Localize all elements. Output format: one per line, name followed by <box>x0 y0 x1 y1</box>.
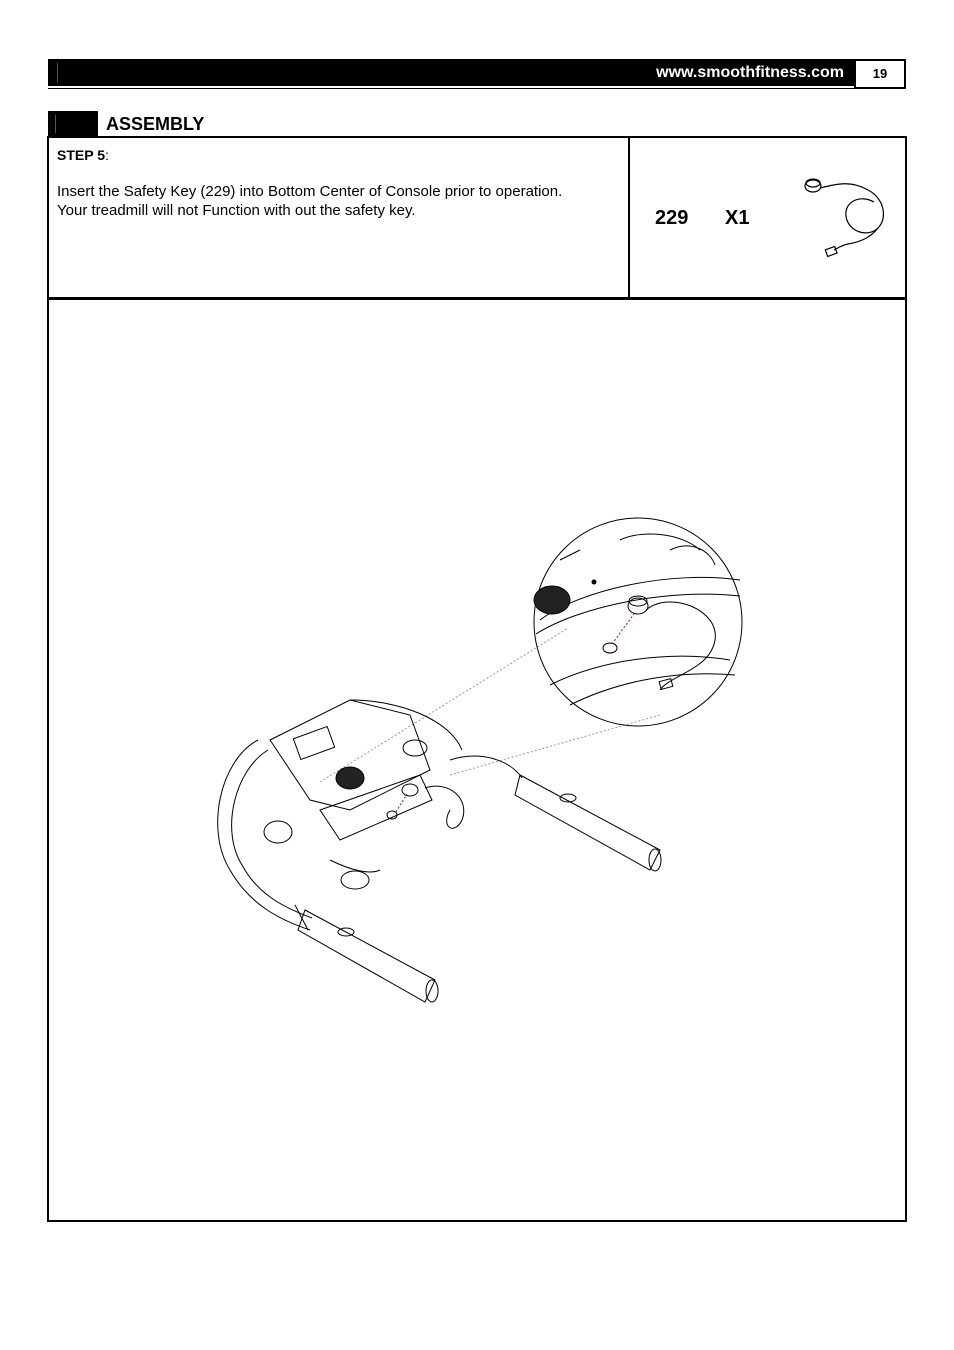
instruction-line-1: Insert the Safety Key (229) into Bottom … <box>57 183 563 200</box>
step-label: STEP 5: <box>57 147 109 163</box>
header-bar-accent <box>57 63 58 82</box>
part-number: 229 <box>655 207 689 229</box>
step-label-colon: : <box>105 147 109 163</box>
part-quantity: X1 <box>725 207 750 229</box>
header-bar: www.smoothfitness.com <box>48 59 854 86</box>
website-url: www.smoothfitness.com <box>656 64 844 81</box>
section-marker <box>48 111 98 136</box>
treadmill-console-safety-key-illustration <box>217 517 743 1003</box>
page-number: 19 <box>854 59 906 89</box>
safety-key-icon <box>804 178 885 258</box>
instruction-line-2: Your treadmill will not Function with ou… <box>57 202 416 219</box>
section-title: ASSEMBLY <box>106 114 205 134</box>
step-frame <box>47 136 907 1222</box>
step-instructions: Insert the Safety Key (229) into Bottom … <box>57 182 617 220</box>
step-number: STEP 5 <box>57 147 105 163</box>
column-divider <box>628 136 630 298</box>
header-underline <box>48 86 854 89</box>
row-divider <box>47 297 907 300</box>
